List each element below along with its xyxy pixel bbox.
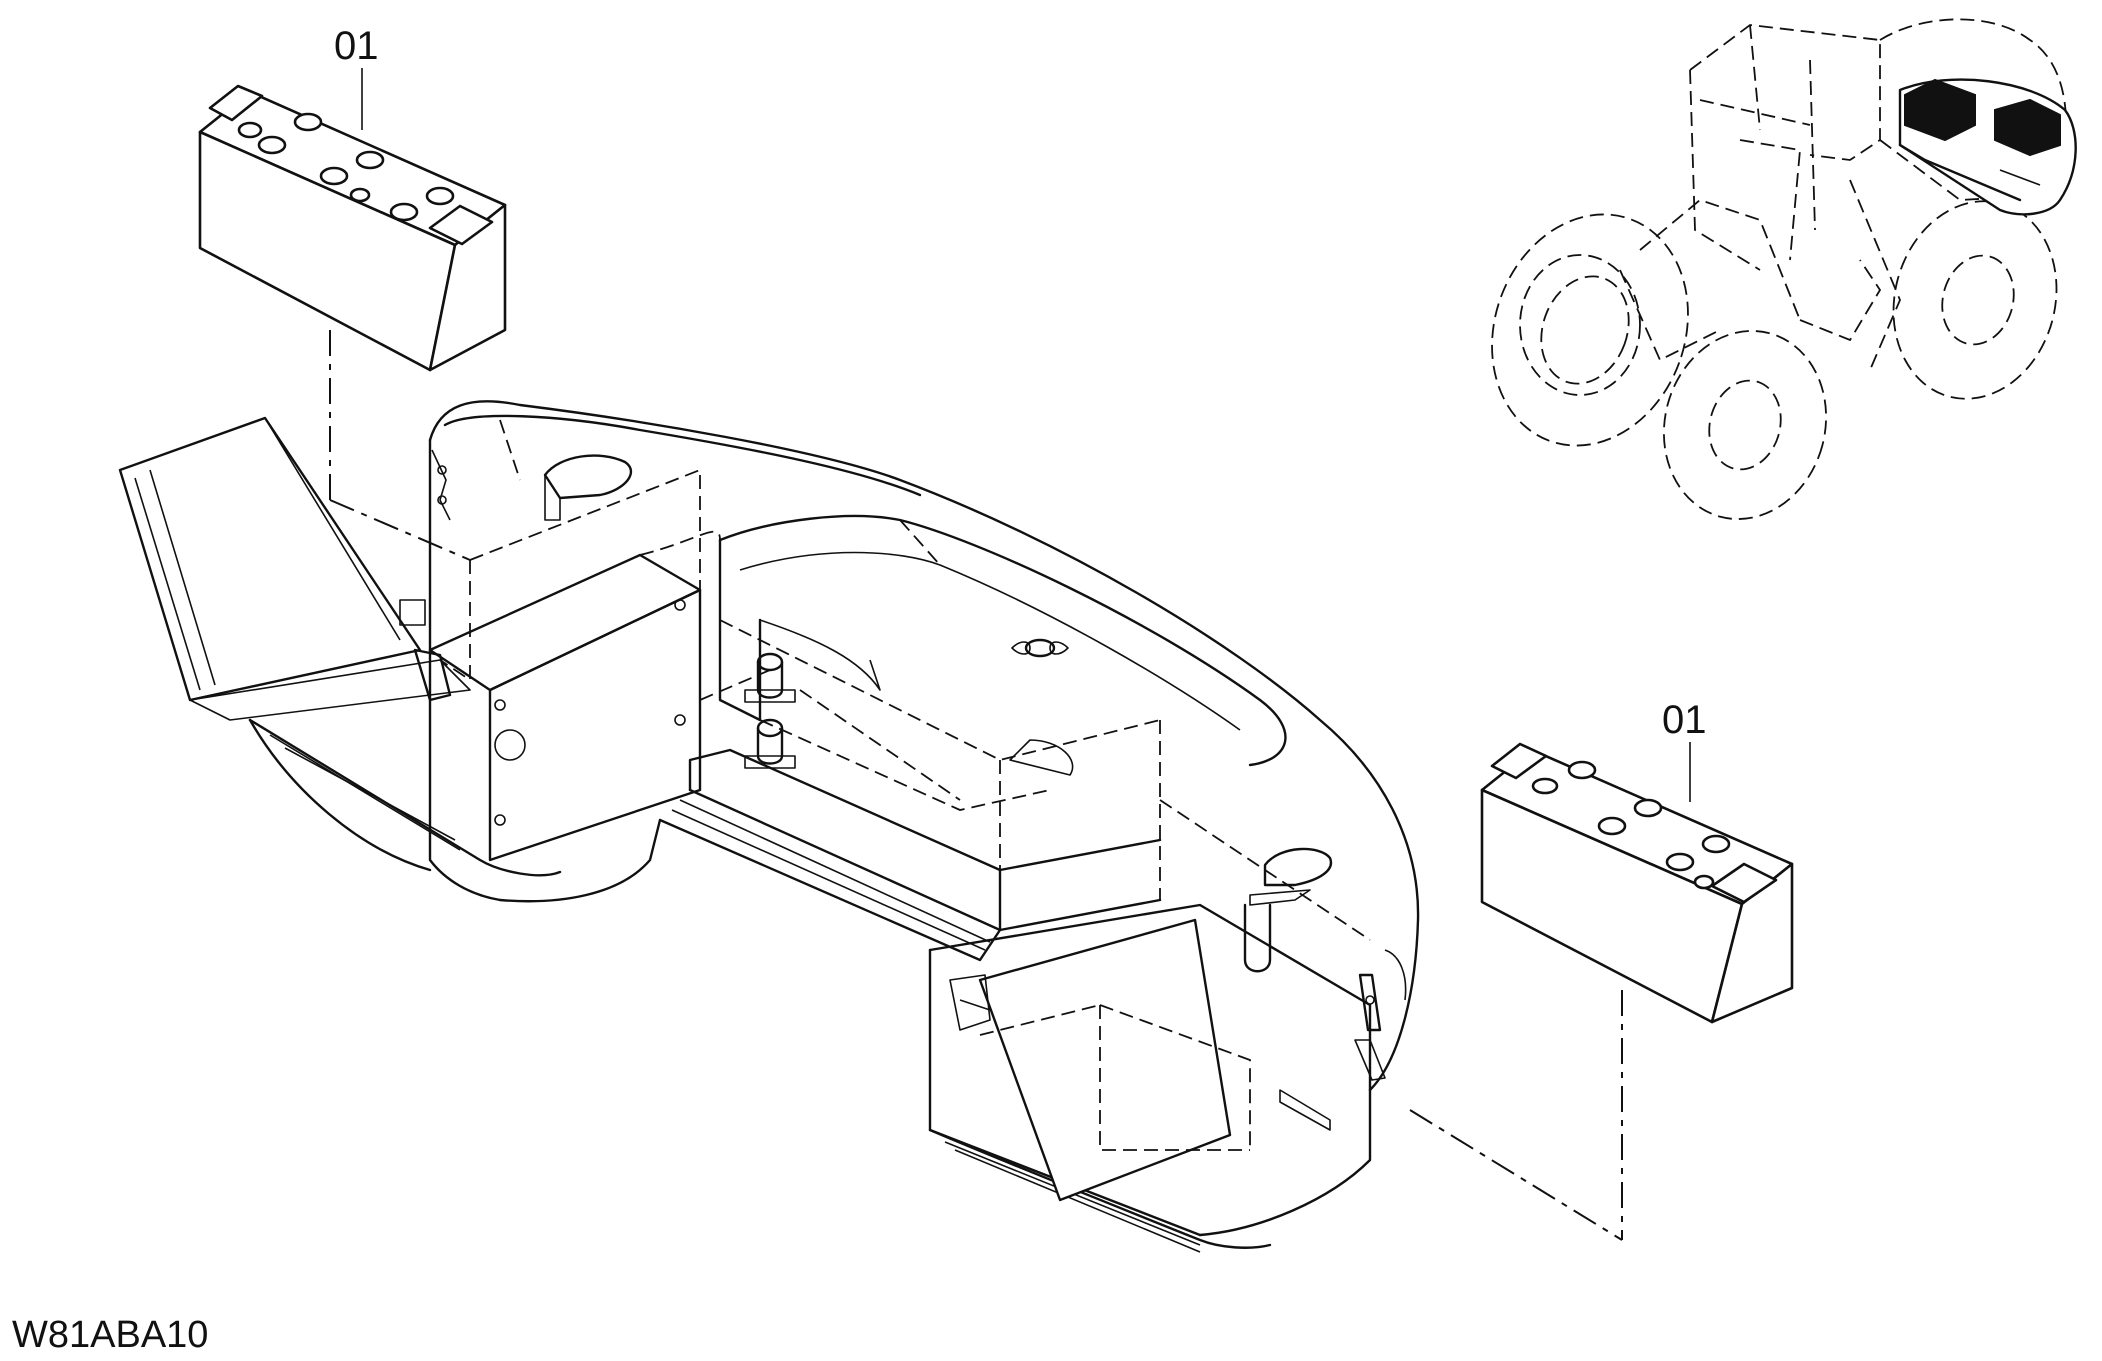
drawing-code: W81ABA10 xyxy=(12,1314,209,1356)
machine-locator-view xyxy=(1491,18,2077,520)
mounting-bolts xyxy=(744,652,796,769)
battery-right[interactable] xyxy=(1480,742,1794,1240)
battery-left[interactable] xyxy=(198,68,507,500)
callout-label-battery-right: 01 xyxy=(1662,698,1707,742)
highlighted-battery-area xyxy=(1898,78,2077,216)
phantom-lines xyxy=(329,419,1623,1241)
battery-caps xyxy=(237,112,455,222)
wing-nut xyxy=(1011,638,1069,658)
callout-label-battery-left: 01 xyxy=(334,24,379,68)
battery-caps xyxy=(1531,760,1731,890)
battery-housing xyxy=(118,400,1420,1253)
